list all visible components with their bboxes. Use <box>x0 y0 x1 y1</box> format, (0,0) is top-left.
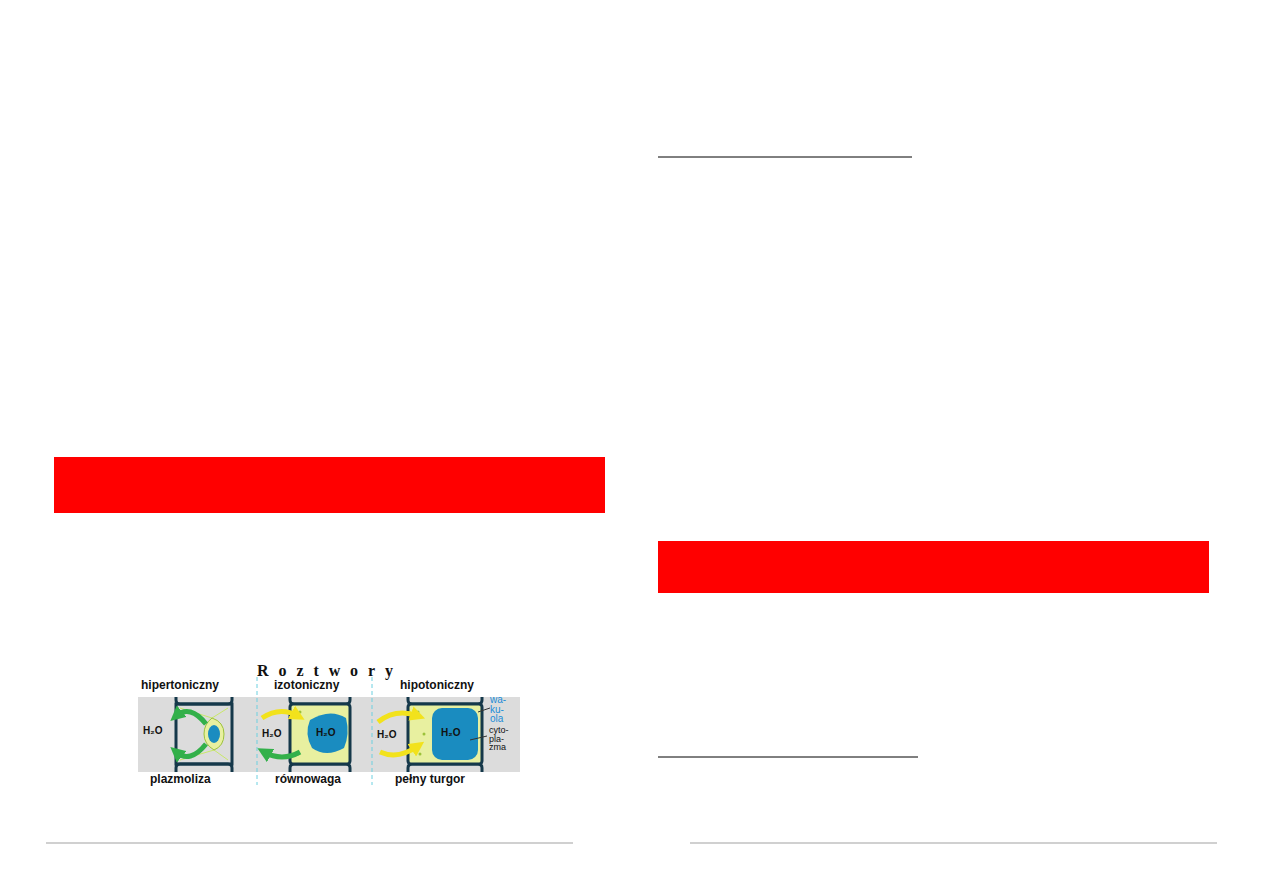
column-heading: izotoniczny <box>274 679 339 692</box>
footer-line <box>46 842 573 844</box>
separator <box>372 677 373 785</box>
state-label: równowaga <box>275 773 341 786</box>
underline <box>658 157 912 158</box>
footer-line <box>690 842 1217 844</box>
title-text: Roztwory <box>160 662 500 680</box>
leader-line <box>470 736 487 740</box>
illustration-ground <box>138 697 520 772</box>
water-label: H₂O <box>316 727 335 738</box>
part-name: cyto- pla- zma <box>489 726 519 752</box>
red-band <box>54 457 605 513</box>
water-arrow <box>380 746 418 755</box>
leader-line <box>478 708 490 712</box>
water-arrow <box>378 713 418 722</box>
red-band <box>658 541 1209 593</box>
water-arrow <box>262 711 298 718</box>
plasma-strand <box>180 708 228 760</box>
cell-illustration <box>138 677 520 785</box>
water-label: H₂O <box>441 727 460 738</box>
column-heading: hipertoniczny <box>141 679 219 692</box>
water-label: H₂O <box>377 729 396 740</box>
cell <box>408 704 482 764</box>
water-label: H₂O <box>262 728 281 739</box>
part-name: wa- ku- ola <box>490 695 514 724</box>
water-arrow <box>176 712 206 725</box>
water-arrow <box>176 744 206 757</box>
state-label: pełny turgor <box>395 773 465 786</box>
vacuole <box>208 725 220 743</box>
water-arrow <box>264 752 300 757</box>
state-label: plazmoliza <box>150 773 211 786</box>
column-heading: hipotoniczny <box>400 679 474 692</box>
cell-wall <box>176 704 232 764</box>
water-label: H₂O <box>143 725 162 736</box>
vacuole <box>432 708 478 760</box>
separator <box>257 677 258 785</box>
underline <box>658 757 918 758</box>
vacuole <box>307 713 347 753</box>
